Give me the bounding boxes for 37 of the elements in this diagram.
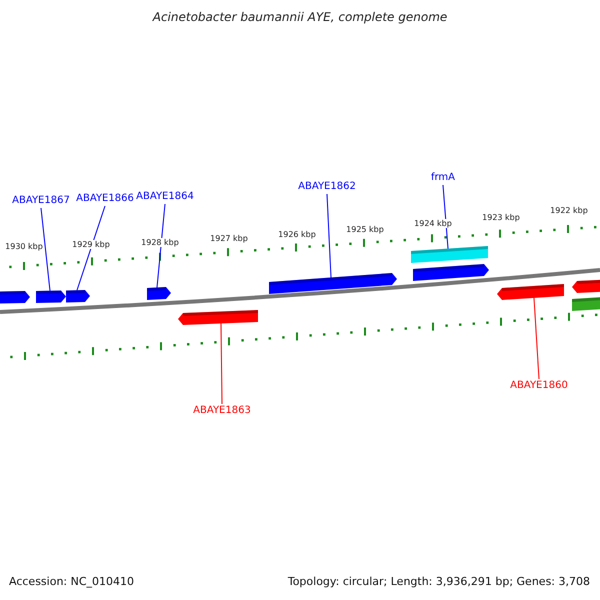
gene-segment — [269, 273, 397, 294]
gene-segment — [147, 287, 171, 300]
leader-line — [534, 297, 540, 380]
scale-label: 1925 kbp — [346, 225, 384, 234]
leader-line — [220, 322, 222, 404]
gene-segment — [413, 264, 489, 281]
gene-label: frmA — [430, 172, 456, 184]
gene-label: ABAYE1862 — [298, 181, 356, 193]
gene-segment — [572, 279, 600, 293]
gene-label: ABAYE1866 — [76, 193, 134, 205]
scale-label: 1924 kbp — [414, 219, 452, 228]
leader-line — [326, 194, 332, 278]
scale-label: 1926 kbp — [278, 230, 316, 239]
gene-label: ABAYE1864 — [136, 191, 194, 203]
scale-label: 1927 kbp — [210, 234, 248, 243]
chart-title: Acinetobacter baumannii AYE, complete genome — [151, 10, 448, 24]
scale-label: 1930 kbp — [5, 242, 43, 251]
footer-text: Topology: circular; Length: 3,936,291 bp; Genes: 3,708 — [288, 575, 590, 588]
leader-line — [76, 206, 106, 291]
gene-label: ABAYE1863 — [193, 405, 251, 417]
gene-segment — [36, 290, 66, 303]
leader-line — [156, 204, 166, 288]
gene-segment — [411, 246, 488, 263]
gene-segment — [497, 284, 564, 300]
scale-label: 1928 kbp — [141, 238, 179, 247]
scale-label: 1923 kbp — [482, 213, 520, 222]
gene-segment — [178, 310, 258, 325]
gene-segment — [66, 290, 90, 302]
scale-label: 1929 kbp — [72, 240, 110, 249]
footer-text: Accession: NC_010410 — [9, 575, 134, 588]
scale-label: 1922 kbp — [550, 206, 588, 215]
leader-line — [40, 208, 50, 292]
gene-segment — [0, 291, 30, 304]
gene-segment — [572, 296, 600, 311]
leader-line — [442, 184, 448, 250]
gene-label: ABAYE1867 — [12, 195, 70, 207]
gene-label: ABAYE1860 — [510, 380, 568, 392]
